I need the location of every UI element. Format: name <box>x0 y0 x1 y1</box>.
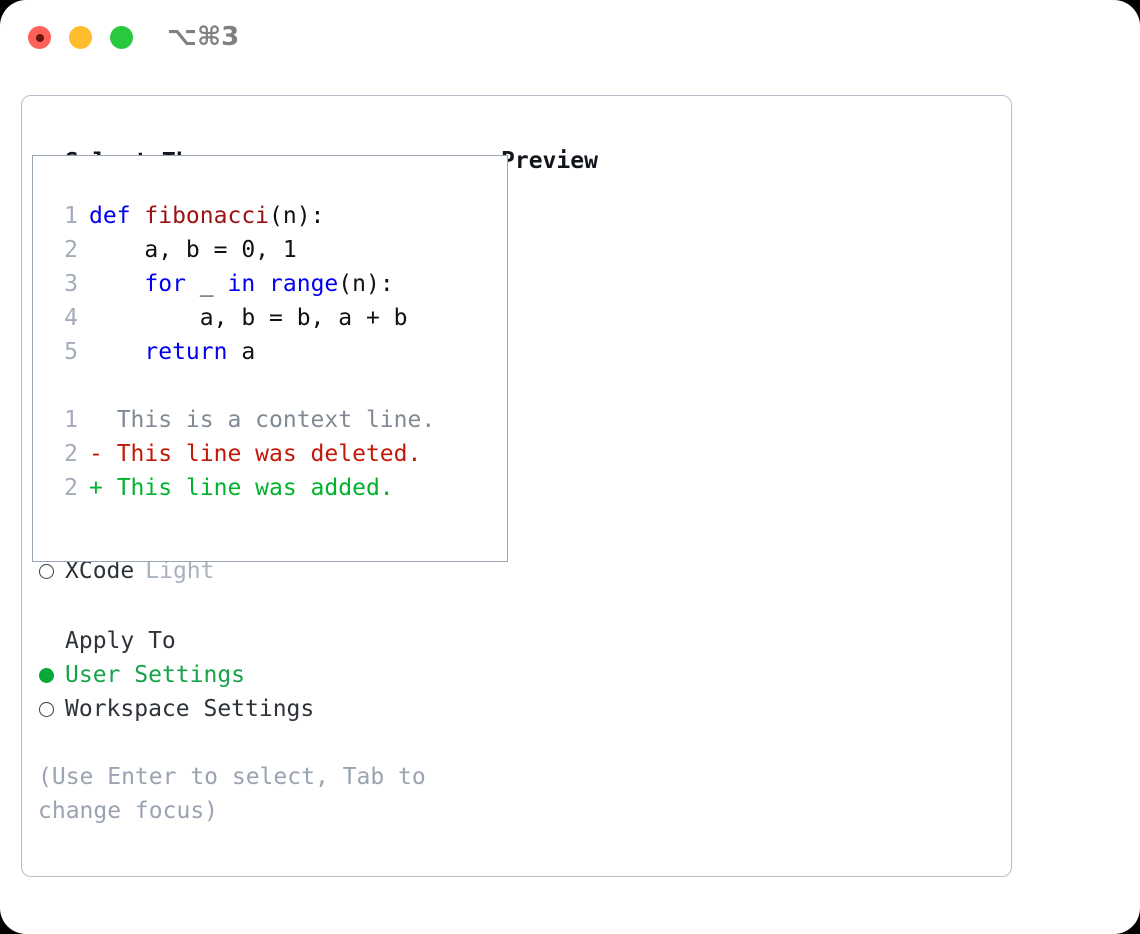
diff-line: 2 - This line was deleted. <box>50 437 501 471</box>
main-panel: > Select Theme ANSIDarkAtom OneDarkAyuDa… <box>21 95 1012 877</box>
code-line: 5 return a <box>50 335 501 369</box>
spacer <box>38 588 508 624</box>
maximize-button-icon[interactable] <box>110 26 133 49</box>
radio-marker <box>38 692 65 726</box>
code-token: in <box>227 271 256 297</box>
diff-line: 1 This is a context line. <box>50 403 501 437</box>
preview-title: Preview <box>501 148 598 174</box>
radio-selected-icon <box>39 668 54 683</box>
line-number: 2 <box>64 237 78 263</box>
diff-line: 2 + This line was added. <box>50 471 501 505</box>
theme-category-tag: Light <box>145 558 215 584</box>
code-line: 2 a, b = 0, 1 <box>50 233 501 267</box>
code-token <box>89 271 144 297</box>
diff-sample: 1 This is a context line. 2 - This line wa… <box>50 403 501 505</box>
minimize-button-icon[interactable] <box>69 26 92 49</box>
diff-text: - This line was deleted. <box>89 441 422 467</box>
radio-marker <box>38 658 65 692</box>
code-token: (n): <box>269 203 325 229</box>
keyboard-hint-text: (Use Enter to select, Tab to change focu… <box>38 764 426 824</box>
code-token: a <box>227 339 256 365</box>
code-token <box>89 339 144 365</box>
code-token: range <box>269 271 339 297</box>
line-number: 1 <box>64 407 78 433</box>
code-token: for <box>144 271 186 297</box>
code-token <box>255 271 269 297</box>
line-number: 4 <box>64 305 78 331</box>
code-token: a, b = 0, 1 <box>89 237 297 263</box>
diff-text: This is a context line. <box>89 407 436 433</box>
theme-name: XCode <box>65 558 135 584</box>
window-shortcut-label: ⌥⌘3 <box>167 22 240 52</box>
apply-to-option-label: User Settings <box>65 662 246 688</box>
apply-to-option-label: Workspace Settings <box>65 696 315 722</box>
close-button-icon[interactable] <box>28 26 51 49</box>
code-token: def <box>89 203 145 229</box>
traffic-light-buttons <box>28 26 133 49</box>
code-line: 3 for _ in range(n): <box>50 267 501 301</box>
code-line: 4 a, b = b, a + b <box>50 301 501 335</box>
radio-marker <box>38 554 65 588</box>
apply-to-option[interactable]: User Settings <box>38 658 508 692</box>
code-line: 1 def fibonacci(n): <box>50 199 501 233</box>
code-token: return <box>144 339 228 365</box>
code-blank-line <box>50 369 501 403</box>
theme-list-item[interactable]: XCode Light <box>38 554 508 588</box>
apply-to-option[interactable]: Workspace Settings <box>38 692 508 726</box>
line-number: 2 <box>64 441 78 467</box>
code-token: _ <box>185 271 228 297</box>
window-titlebar: ⌥⌘3 <box>0 0 1140 78</box>
preview-column: Preview <box>501 144 1001 178</box>
code-token: fibonacci <box>144 203 270 229</box>
radio-unselected-icon <box>39 564 54 579</box>
apply-to-label: Apply To <box>65 628 176 654</box>
line-number: 1 <box>64 203 78 229</box>
line-number: 2 <box>64 475 78 501</box>
diff-text: + This line was added. <box>89 475 394 501</box>
radio-unselected-icon <box>39 702 54 717</box>
code-token: a, b = b, a + b <box>89 305 408 331</box>
line-number: 3 <box>64 271 78 297</box>
code-token: (n): <box>338 271 394 297</box>
line-number: 5 <box>64 339 78 365</box>
